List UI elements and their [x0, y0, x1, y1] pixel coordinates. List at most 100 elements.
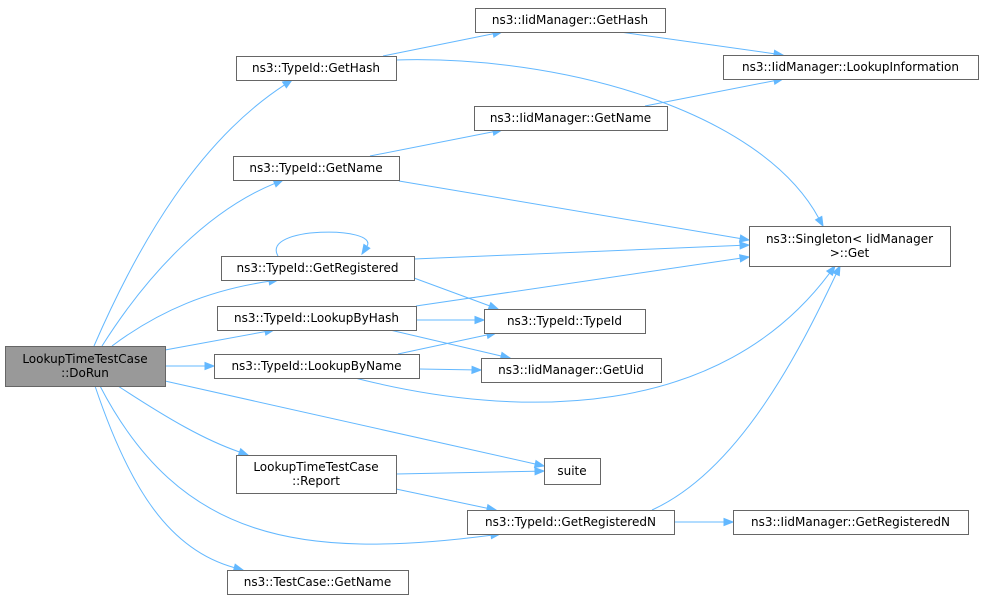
- edge-typeid-getregistered-to-singleton-get: [413, 241, 751, 260]
- node-box: [723, 55, 979, 80]
- node-suite[interactable]: suite: [544, 458, 601, 485]
- edge-line: [398, 180, 741, 239]
- arrowhead-icon: [281, 79, 294, 89]
- node-box: [481, 358, 662, 383]
- edge-typeid-getname-to-iid-getname: [369, 127, 504, 157]
- node-typeid-lookupbyhash[interactable]: ns3::TypeId::LookupByHash: [217, 306, 417, 331]
- node-singleton-get[interactable]: ns3::Singleton< IidManager >::Get: [749, 226, 951, 267]
- node-label: ns3::IidManager::LookupInformation: [742, 60, 959, 74]
- node-label: LookupTimeTestCase: [22, 352, 147, 366]
- arrowhead-icon: [739, 241, 751, 250]
- node-box: [221, 256, 415, 281]
- arrowhead-icon: [832, 264, 841, 277]
- node-label: LookupTimeTestCase: [253, 460, 378, 474]
- edge-typeid-gethash-to-iid-gethash: [382, 29, 504, 57]
- arrowhead-icon: [361, 243, 371, 256]
- node-label: ns3::TypeId::TypeId: [507, 314, 622, 328]
- arrowhead-icon: [814, 215, 824, 228]
- edge-line: [93, 84, 285, 347]
- edge-line: [101, 182, 275, 347]
- node-typeid-lookupbyname[interactable]: ns3::TypeId::LookupByName: [214, 354, 420, 379]
- edge-line: [395, 488, 488, 509]
- node-box: [484, 309, 646, 334]
- edge-line: [395, 59, 820, 219]
- edge-typeid-getregisteredn-to-singleton-get: [651, 264, 841, 511]
- node-typeid-gethash[interactable]: ns3::TypeId::GetHash: [236, 56, 397, 81]
- node-box: [236, 455, 397, 494]
- node-typeid-getname[interactable]: ns3::TypeId::GetName: [233, 156, 400, 181]
- node-box: [5, 346, 166, 387]
- edge-line: [413, 244, 741, 260]
- call-edges: [93, 29, 841, 572]
- arrowhead-icon: [723, 517, 735, 527]
- edge-line: [644, 80, 775, 107]
- node-label: ns3::IidManager::GetRegisteredN: [751, 515, 950, 529]
- edge-line: [382, 33, 494, 57]
- edge-line: [117, 385, 240, 453]
- edge-line: [369, 131, 494, 157]
- node-label: ns3::TypeId::LookupByHash: [234, 311, 399, 325]
- node-box: [733, 510, 969, 535]
- node-label: ns3::TypeId::GetRegisteredN: [485, 515, 656, 529]
- node-iid-gethash[interactable]: ns3::IidManager::GetHash: [475, 8, 666, 33]
- edge-typeid-lookupbyname-to-iid-getuid: [418, 365, 483, 375]
- edge-dorun-to-typeid-lookupbyhash: [164, 327, 276, 351]
- node-box: [475, 8, 666, 33]
- arrowhead-icon: [272, 179, 285, 188]
- edge-line: [413, 277, 490, 307]
- node-box: [474, 106, 668, 131]
- node-label: ns3::TypeId::GetName: [249, 161, 382, 175]
- arrowhead-icon: [204, 361, 216, 371]
- node-box: [236, 56, 397, 81]
- edge-line: [164, 331, 266, 351]
- edge-line: [619, 31, 775, 55]
- node-label: ns3::TypeId::GetRegistered: [237, 261, 399, 275]
- edge-report-to-typeid-getregisteredn: [395, 488, 498, 513]
- node-box: [467, 510, 675, 535]
- edge-typeid-getregistered-to-typeid-getregistered: [275, 231, 371, 257]
- node-iid-lookupinfo[interactable]: ns3::IidManager::LookupInformation: [723, 55, 979, 80]
- node-label: ns3::IidManager::GetUid: [498, 363, 644, 377]
- node-iid-getregisteredn[interactable]: ns3::IidManager::GetRegisteredN: [733, 510, 969, 535]
- edge-line: [111, 280, 270, 347]
- node-typeid-typeid[interactable]: ns3::TypeId::TypeId: [484, 309, 646, 334]
- arrowhead-icon: [738, 234, 751, 243]
- arrowhead-icon: [474, 315, 486, 325]
- call-nodes: LookupTimeTestCase::DoRunns3::TypeId::Ge…: [5, 8, 979, 595]
- node-box: [749, 226, 951, 267]
- node-box: [233, 156, 400, 181]
- node-box: [227, 570, 409, 595]
- node-iid-getuid[interactable]: ns3::IidManager::GetUid: [481, 358, 662, 383]
- node-label: ::DoRun: [61, 366, 109, 380]
- arrowhead-icon: [533, 459, 546, 469]
- edge-typeid-gethash-to-singleton-get: [395, 59, 824, 228]
- edge-line: [397, 334, 488, 355]
- node-label: suite: [557, 464, 586, 478]
- node-label: ns3::TypeId::LookupByName: [231, 359, 401, 373]
- node-testcase-getname[interactable]: ns3::TestCase::GetName: [227, 570, 409, 595]
- edge-typeid-getname-to-singleton-get: [398, 180, 751, 243]
- edge-line: [99, 385, 492, 545]
- edge-line: [164, 380, 536, 465]
- edge-line: [651, 273, 837, 511]
- node-report[interactable]: LookupTimeTestCase::Report: [236, 455, 397, 494]
- node-label: ns3::TestCase::GetName: [244, 575, 391, 589]
- node-dorun: LookupTimeTestCase::DoRun: [5, 346, 166, 387]
- arrowhead-icon: [534, 466, 546, 476]
- edge-line: [395, 470, 536, 475]
- node-iid-getname[interactable]: ns3::IidManager::GetName: [474, 106, 668, 131]
- edge-typeid-lookupbyhash-to-typeid-typeid: [416, 315, 486, 325]
- edge-line: [389, 329, 502, 357]
- edge-line: [94, 385, 235, 569]
- node-label: >::Get: [830, 246, 870, 260]
- node-label: ::Report: [292, 474, 340, 488]
- node-label: ns3::IidManager::GetName: [490, 111, 651, 125]
- node-typeid-getregistered[interactable]: ns3::TypeId::GetRegistered: [221, 256, 415, 281]
- edge-dorun-to-suite: [164, 380, 546, 469]
- arrowhead-icon: [825, 264, 836, 277]
- edge-line: [415, 257, 741, 307]
- arrowhead-icon: [739, 254, 751, 263]
- node-box: [544, 458, 601, 485]
- node-typeid-getregisteredn[interactable]: ns3::TypeId::GetRegisteredN: [467, 510, 675, 535]
